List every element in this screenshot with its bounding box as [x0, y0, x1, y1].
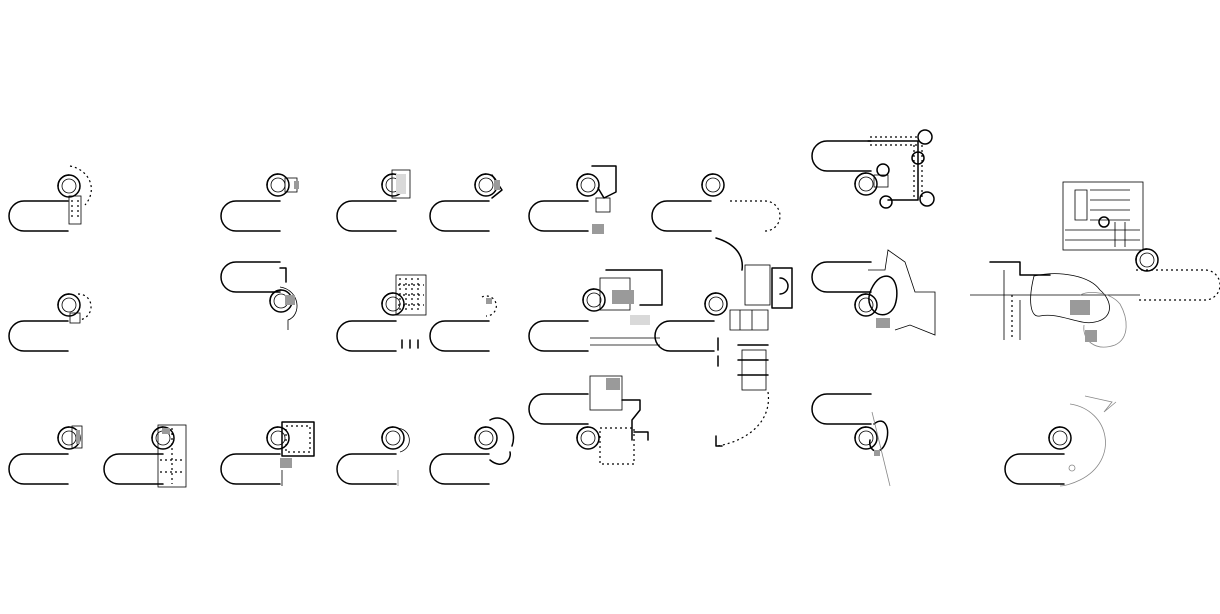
plan-grid-campus [970, 181, 1220, 348]
plan-organic-cave [811, 249, 936, 336]
plan-crescent-tower [8, 165, 92, 232]
plan-apse-church [220, 261, 298, 330]
plan-crescent-wing [654, 237, 793, 447]
plan-corner-rotunda [8, 425, 83, 485]
plan-square-court [336, 169, 411, 232]
plan-villa-cluster [528, 269, 663, 352]
plan-dense-grid [336, 274, 427, 352]
plan-spiral-pod [336, 426, 410, 486]
plan-small-arc [429, 295, 497, 352]
plan-square-cloister [220, 421, 315, 486]
plan-corner-towers-castle [811, 129, 935, 209]
plan-funnel-court [528, 375, 649, 465]
plan-leaf-pavilion [811, 393, 891, 487]
plan-wedge-pavilion [429, 173, 503, 232]
plan-colonnade-loop [651, 173, 781, 232]
plan-open-arc [1004, 395, 1117, 487]
plan-annex-block [528, 165, 617, 234]
plan-sun-flower [8, 293, 92, 352]
plan-long-hall [103, 424, 187, 488]
plan-cross-chapel [220, 173, 299, 232]
plan-split-ring [429, 417, 515, 485]
